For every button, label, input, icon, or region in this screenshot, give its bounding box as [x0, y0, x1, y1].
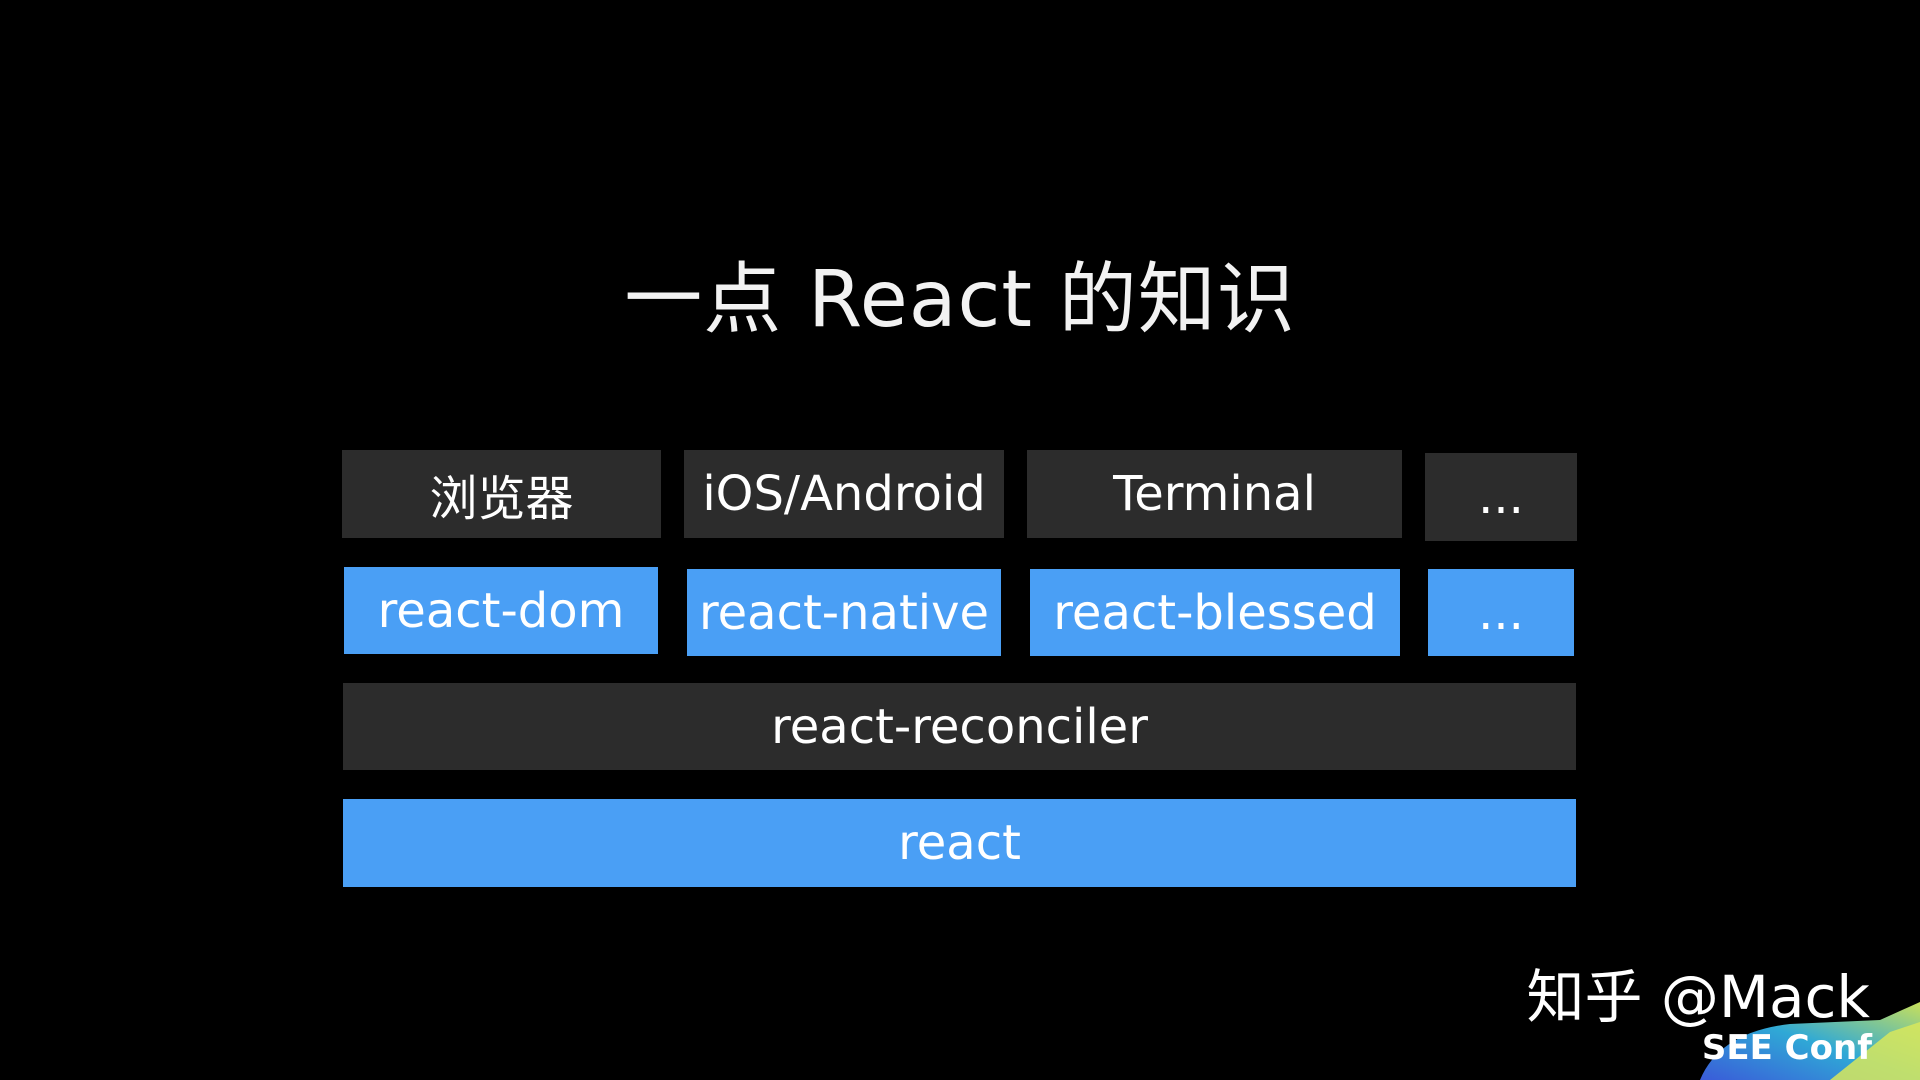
slide-title: 一点 React 的知识 — [624, 255, 1296, 345]
platform-browser-box: 浏览器 — [342, 450, 661, 538]
reconciler-box: react-reconciler — [343, 683, 1576, 770]
platform-terminal-box: Terminal — [1027, 450, 1402, 538]
renderer-react-dom-box: react-dom — [344, 567, 658, 654]
renderer-react-blessed-box: react-blessed — [1030, 569, 1400, 656]
react-core-box: react — [343, 799, 1576, 887]
watermark-credit: 知乎 @Mack — [1526, 963, 1871, 1031]
platform-ios-android-box: iOS/Android — [684, 450, 1004, 538]
conference-logo-text: SEE Conf — [1701, 1028, 1872, 1068]
conference-logo — [1700, 1002, 1920, 1080]
renderer-react-native-box: react-native — [687, 569, 1001, 656]
platform-more-box: ... — [1425, 453, 1577, 541]
renderer-more-box: ... — [1428, 569, 1574, 656]
